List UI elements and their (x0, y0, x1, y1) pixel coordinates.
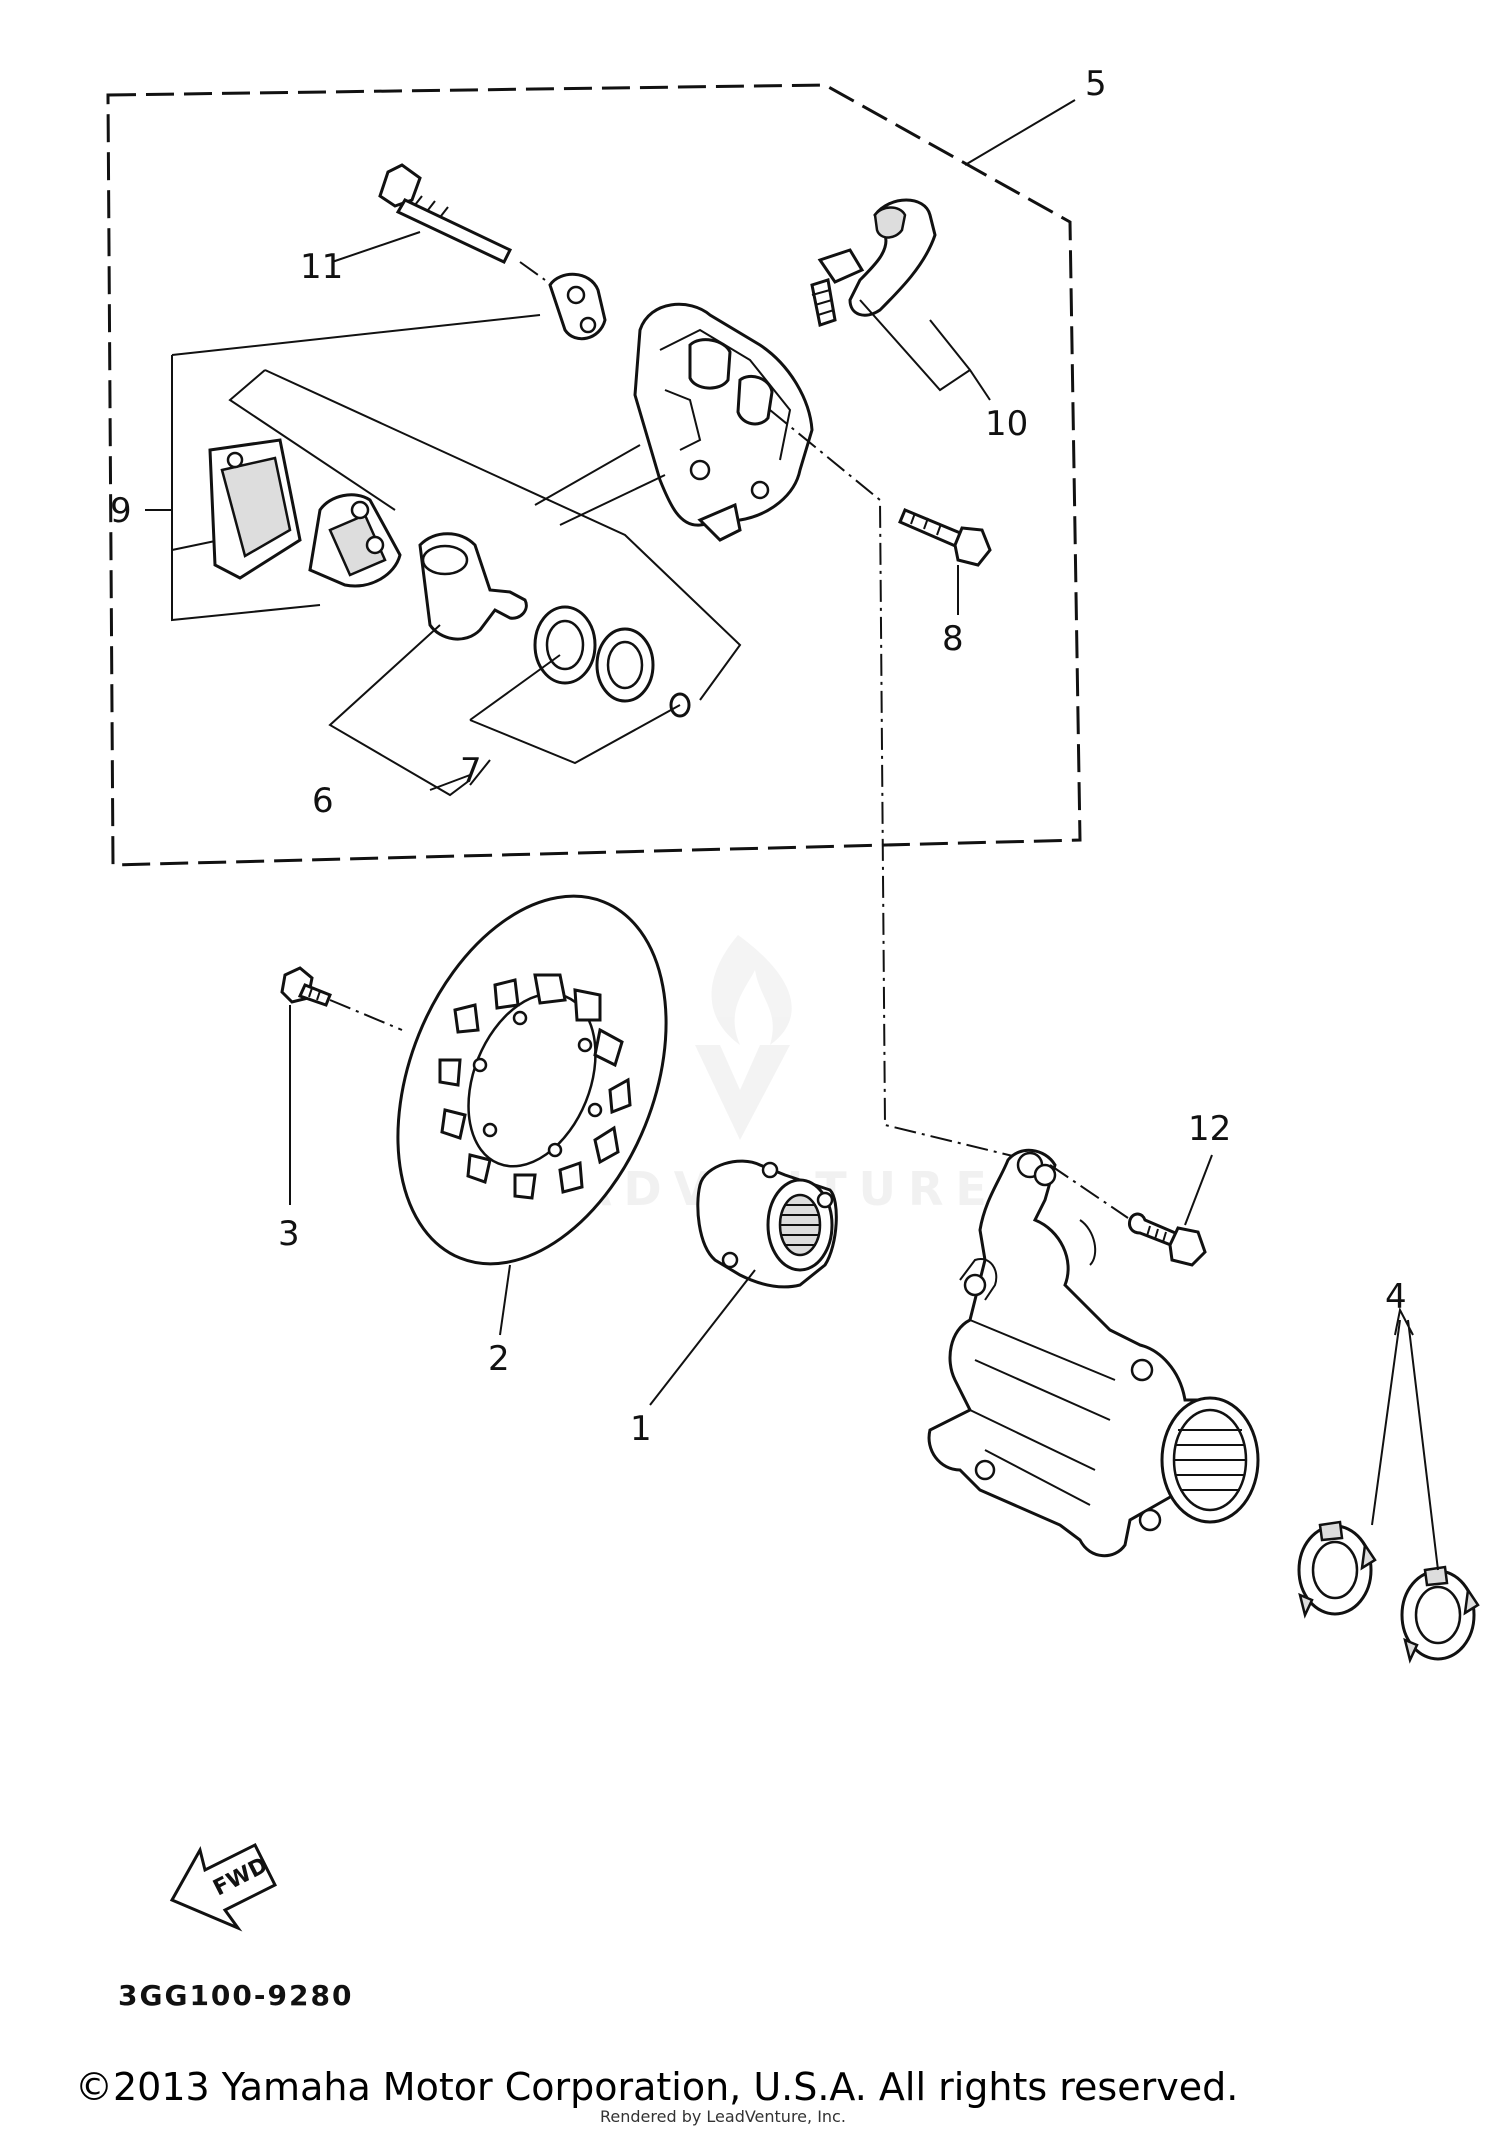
callout-10: 10 (985, 404, 1028, 444)
leader-6 (328, 624, 471, 797)
callout-9: 9 (110, 491, 132, 531)
leader-12 (1184, 1154, 1213, 1226)
caliper-axis-line (769, 409, 1051, 1166)
bleeder-screw-icon (810, 248, 865, 327)
leader-7c (469, 759, 491, 786)
fwd-arrow-icon: FWD (169, 1842, 278, 1932)
leader-2 (499, 1264, 511, 1336)
leader-1 (649, 1269, 756, 1406)
bolt-11-icon (378, 163, 513, 264)
caliper-bracket-icon (927, 1148, 1260, 1558)
callout-4: 4 (1385, 1277, 1407, 1317)
pad-clip-icon (548, 272, 607, 341)
axis-line-11 (519, 261, 546, 281)
rendered-by-notice: Rendered by LeadVenture, Inc. (600, 2107, 846, 2126)
brake-pad-inner-icon (308, 493, 402, 588)
callout-8: 8 (942, 619, 964, 659)
leader-7b (429, 774, 471, 791)
axle-nut-left-icon (1297, 1520, 1377, 1619)
dust-seal-icon (595, 627, 655, 703)
caliper-leaders (534, 444, 666, 526)
disc-screw-icon (280, 966, 332, 1007)
callout-6: 6 (312, 781, 334, 821)
bolt-8-icon (898, 508, 992, 567)
axis-line-12 (1049, 1164, 1129, 1219)
brake-disc-icon (396, 894, 668, 1266)
callout-7: 7 (460, 751, 482, 791)
callout-2: 2 (488, 1339, 510, 1379)
callout-12: 12 (1188, 1109, 1231, 1149)
piston-seal-icon (533, 605, 597, 685)
axle-nut-right-icon (1400, 1565, 1480, 1664)
caliper-body-icon (633, 302, 814, 542)
leader-4 (1371, 1307, 1439, 1571)
copyright-notice: ©2013 Yamaha Motor Corporation, U.S.A. A… (75, 2065, 1238, 2109)
callout-1: 1 (630, 1409, 652, 1449)
brake-pad-outer-icon (208, 438, 302, 580)
leader-7 (469, 654, 681, 765)
bracket-6-7-outline (228, 369, 742, 701)
brake-disc-hub-icon (696, 1159, 838, 1289)
leader-5 (964, 99, 1076, 166)
caliper-assembly-boundary (106, 83, 1082, 867)
bolt-12-icon (1128, 1212, 1207, 1267)
leader-10 (859, 299, 991, 401)
callout-3: 3 (278, 1214, 300, 1254)
leader-11 (331, 231, 421, 263)
callout-5: 5 (1085, 64, 1107, 104)
diagram-code: 3GG100-9280 (118, 1979, 353, 2012)
callout-11: 11 (300, 247, 343, 287)
axis-line-3 (329, 999, 403, 1031)
leader-9 (145, 314, 541, 622)
caliper-piston-icon (418, 532, 528, 641)
pad-pin-plug-icon (848, 198, 937, 317)
